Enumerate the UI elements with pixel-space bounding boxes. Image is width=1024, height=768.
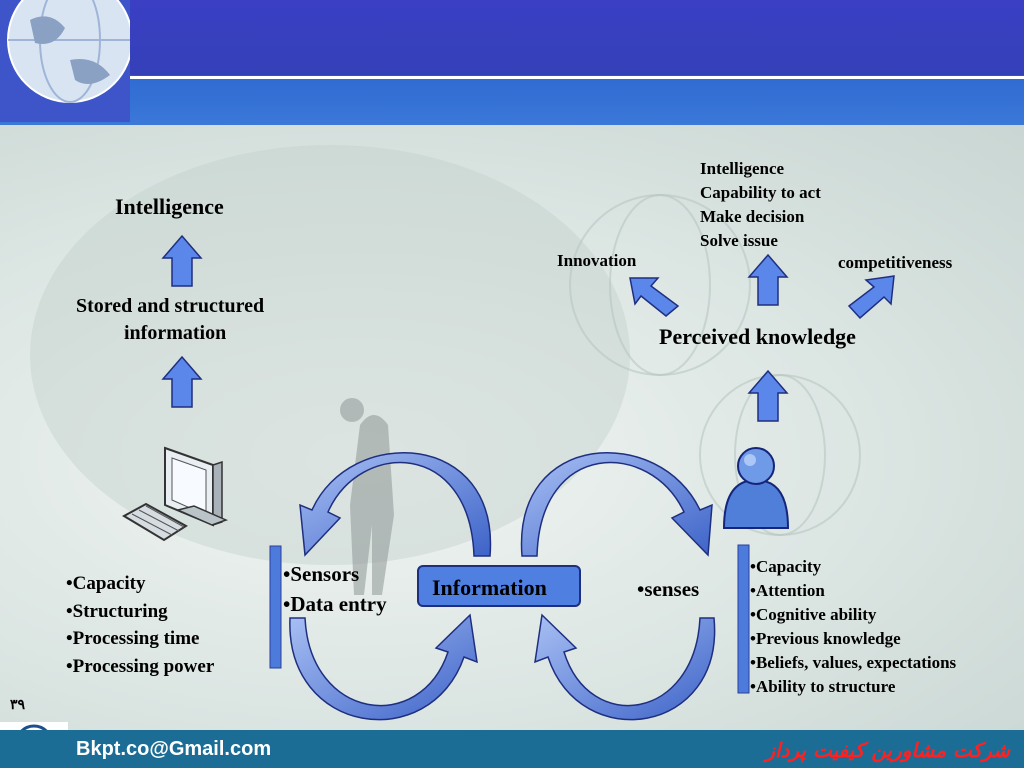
perceived-knowledge-label: Perceived knowledge: [659, 324, 856, 349]
stored-info-line1: Stored and structured: [76, 295, 265, 317]
up-arrow-icon: [747, 369, 789, 422]
curved-arrow-icon: [289, 613, 478, 721]
up-arrow-icon: [161, 355, 203, 408]
footer-bar: [0, 730, 1024, 768]
up-right-arrow-icon: [847, 275, 895, 320]
list-item: •Capacity: [750, 557, 822, 576]
list-item: •Processing time: [66, 628, 200, 649]
left-capacity-list: •Capacity •Structuring •Processing time …: [66, 570, 214, 680]
up-left-arrow-icon: [629, 277, 680, 317]
innovation-label: Innovation: [557, 251, 637, 270]
list-item: Solve issue: [700, 231, 778, 250]
list-item: Make decision: [700, 207, 805, 226]
senses-label: •senses: [637, 577, 700, 601]
list-item: •Structuring: [66, 600, 168, 622]
page-number: ۳۹: [10, 698, 26, 713]
right-capacity-list: •Capacity •Attention •Cognitive ability …: [750, 555, 956, 699]
footer-email: Bkpt.co@Gmail.com: [76, 738, 272, 760]
list-item: •Capacity: [66, 573, 146, 594]
person-icon: [722, 447, 790, 529]
outcomes-list: Intelligence Capability to act Make deci…: [700, 157, 821, 253]
curved-arrow-icon: [534, 613, 716, 721]
competitiveness-label: competitiveness: [838, 253, 953, 272]
left-intelligence-title: Intelligence: [115, 194, 224, 219]
stored-info-line2: information: [124, 322, 227, 344]
list-item: •Ability to structure: [750, 677, 896, 696]
list-item: Intelligence: [700, 159, 785, 178]
footer-company-name: شرکت مشاورین کیفیت پرداز: [765, 738, 1010, 762]
information-box: [417, 565, 581, 607]
list-item: •Attention: [750, 581, 825, 600]
list-item: Capability to act: [700, 183, 821, 202]
curved-arrow-icon: [520, 452, 713, 557]
up-arrow-icon: [161, 234, 203, 287]
list-item: •Beliefs, values, expectations: [750, 653, 957, 672]
list-item: •Previous knowledge: [750, 629, 901, 648]
information-label: Information: [432, 575, 547, 600]
header-bar: [0, 0, 1024, 125]
list-item: •Processing power: [66, 655, 215, 677]
list-item: •Cognitive ability: [750, 605, 877, 624]
computer-icon: [121, 446, 229, 542]
data-entry-label: •Data entry: [283, 592, 387, 616]
header-divider: [130, 76, 1024, 79]
curved-arrow-icon: [299, 452, 492, 557]
globe-logo-icon: [0, 0, 130, 122]
sensors-label: •Sensors: [283, 562, 360, 586]
left-bracket-bar: [269, 545, 282, 669]
up-arrow-icon: [747, 253, 789, 306]
right-bracket-bar: [737, 544, 750, 694]
